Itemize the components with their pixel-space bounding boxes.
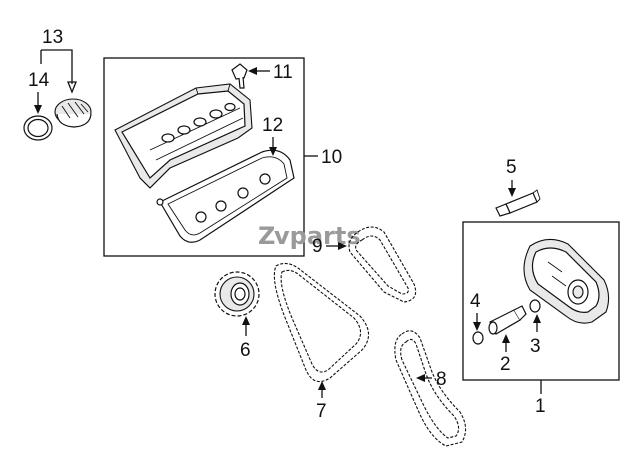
group-1: 1 4 2 3 (462, 221, 620, 417)
seal-ring-inner (27, 118, 49, 138)
pump-cover-part (523, 238, 610, 324)
callout-10: 10 (321, 147, 342, 168)
seal-part-4 (472, 331, 484, 345)
callout-4: 4 (470, 291, 481, 312)
group-10: 10 11 12 (103, 57, 342, 257)
sprocket-part-6 (214, 271, 260, 317)
arrow-14 (34, 105, 42, 114)
arrow-5 (508, 188, 516, 197)
callout-13: 13 (42, 27, 63, 48)
assembly-box-10 (103, 57, 305, 257)
group-8: 8 (394, 330, 467, 447)
arrow-8 (416, 374, 425, 382)
pipe-part-2 (488, 305, 527, 335)
watermark-prefix: Z (258, 222, 275, 250)
arrow-12 (269, 147, 277, 156)
arrow-3 (533, 314, 541, 323)
watermark-text: vparts (274, 222, 361, 250)
watermark: Z vparts (258, 222, 361, 250)
callout-7: 7 (316, 401, 327, 422)
valve-cover-part (114, 83, 253, 189)
arrow-9 (338, 242, 347, 250)
callout-14: 14 (28, 70, 50, 91)
callout-12: 12 (262, 115, 283, 136)
group-9: 9 (312, 226, 417, 303)
callout-1: 1 (535, 396, 546, 417)
group-7: 7 (273, 262, 370, 422)
group-6: 6 (214, 271, 260, 361)
callout-11: 11 (273, 62, 293, 83)
callout-2: 2 (500, 354, 511, 375)
chain-part-9 (348, 226, 417, 303)
arrow-7 (318, 381, 326, 390)
filler-cap-part-13 (54, 98, 92, 128)
o-ring-part-3 (529, 299, 541, 313)
callout-3: 3 (530, 336, 541, 357)
arrow-13 (67, 81, 77, 94)
chain-part-7 (273, 262, 370, 383)
chain-part-8 (394, 330, 467, 447)
sealant-tube-part-5 (495, 189, 541, 217)
group-13-14: 13 14 (23, 27, 92, 141)
arrow-6 (242, 316, 250, 325)
callout-8: 8 (436, 369, 447, 390)
callout-6: 6 (240, 340, 251, 361)
callout-9: 9 (312, 236, 323, 257)
leader-13 (40, 49, 73, 84)
arrow-4 (473, 322, 481, 331)
bolt-part-11 (231, 63, 248, 89)
callout-5: 5 (506, 157, 517, 178)
arrow-11 (248, 67, 257, 75)
group-5: 5 (495, 157, 541, 217)
arrow-2 (502, 334, 510, 343)
